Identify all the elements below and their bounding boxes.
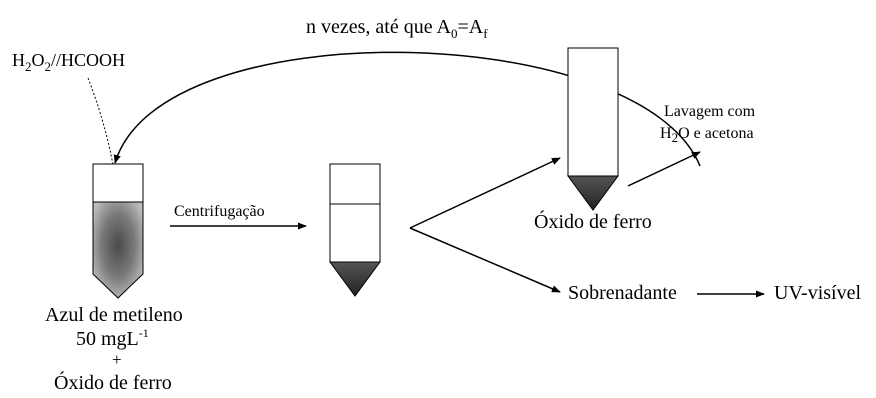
sample-label-line4: Óxido de ferro [54,370,172,394]
reagent-label: H2O2//HCOOH [12,50,125,74]
sample-tube [92,163,144,299]
loop-label: n vezes, até que A0=Af [306,16,488,41]
sample-label-plus: + [112,350,122,369]
split-arrow-up [409,157,561,229]
iron-oxide-label: Óxido de ferro [534,209,652,233]
sample-label-line1: Azul de metileno [45,304,183,326]
iron-oxide-tube [567,47,619,211]
supernatant-label: Sobrenadante [568,282,677,304]
loop-arrow [113,51,701,167]
sample-label-line2: 50 mgL-1 [76,326,149,350]
uv-label: UV-visível [774,282,861,304]
wash-arrow [627,151,701,187]
centrifuged-tube [329,163,381,297]
split-arrow-down [409,227,561,293]
centrifugation-label: Centrifugação [174,203,265,220]
wash-label-line2: H2O e acetona [660,125,754,145]
wash-label-line1: Lavagem com [664,103,756,120]
